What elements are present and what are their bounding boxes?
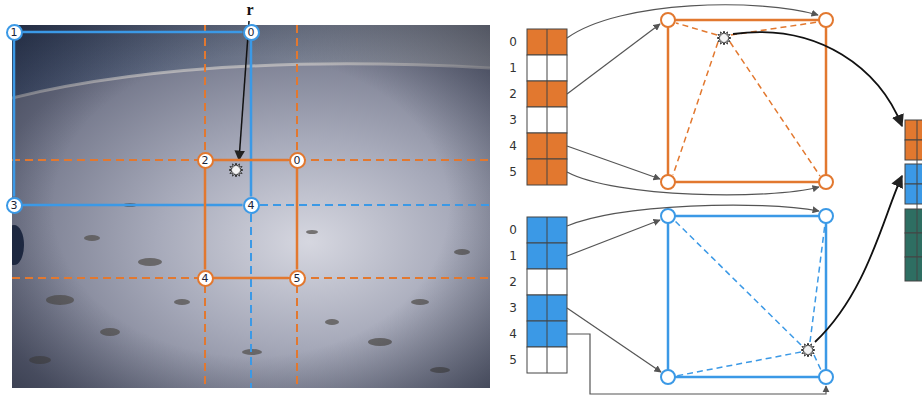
corner-circle: 0 [243, 24, 260, 41]
corner-number: 5 [294, 273, 301, 284]
lookup-arrows [567, 5, 826, 394]
vignette [12, 25, 490, 388]
row-index: 4 [509, 328, 517, 340]
feature-vector [905, 120, 922, 281]
blue-grid [251, 205, 490, 388]
cell-border [13, 41, 16, 197]
corner-number: 2 [202, 155, 209, 166]
cell-border [23, 31, 243, 34]
query-point [229, 163, 243, 177]
corner-number: 0 [248, 27, 255, 38]
row-index: 3 [509, 114, 517, 126]
corner-number: 1 [11, 27, 18, 38]
row-index: 5 [509, 354, 517, 366]
corner-circle: 5 [289, 270, 306, 287]
row-index: 0 [509, 36, 517, 48]
corner-circle: 1 [6, 24, 23, 41]
row-index: 2 [509, 88, 517, 100]
cell-border [214, 277, 289, 280]
corner-number: 4 [248, 200, 255, 211]
orange-grid [12, 25, 490, 388]
cell-border [204, 169, 207, 270]
cell-border [23, 204, 243, 207]
row-index: 5 [509, 166, 517, 178]
corner-number: 4 [202, 273, 209, 284]
row-index: 2 [509, 276, 517, 288]
leader-arrow [239, 21, 249, 160]
cell-border [296, 169, 299, 270]
point-label: r [246, 2, 253, 18]
blue-array [527, 217, 567, 373]
sky [12, 25, 490, 388]
row-index: 0 [509, 224, 517, 236]
corner-circle: 0 [289, 152, 306, 169]
corner-number: 3 [11, 200, 18, 211]
corner-circle: 3 [6, 197, 23, 214]
orange-array [527, 29, 567, 185]
terrain-photo [12, 25, 490, 388]
row-index: 1 [509, 62, 517, 74]
feature-arrows [733, 32, 902, 342]
corner-number: 0 [294, 155, 301, 166]
row-index: 3 [509, 302, 517, 314]
cell-border [250, 41, 253, 197]
corner-circle: 4 [197, 270, 214, 287]
row-index: 4 [509, 140, 517, 152]
cell-border [214, 159, 289, 162]
corner-circle: 2 [197, 152, 214, 169]
blue-cell [661, 209, 833, 384]
corner-circle: 4 [243, 197, 260, 214]
row-index: 1 [509, 250, 517, 262]
